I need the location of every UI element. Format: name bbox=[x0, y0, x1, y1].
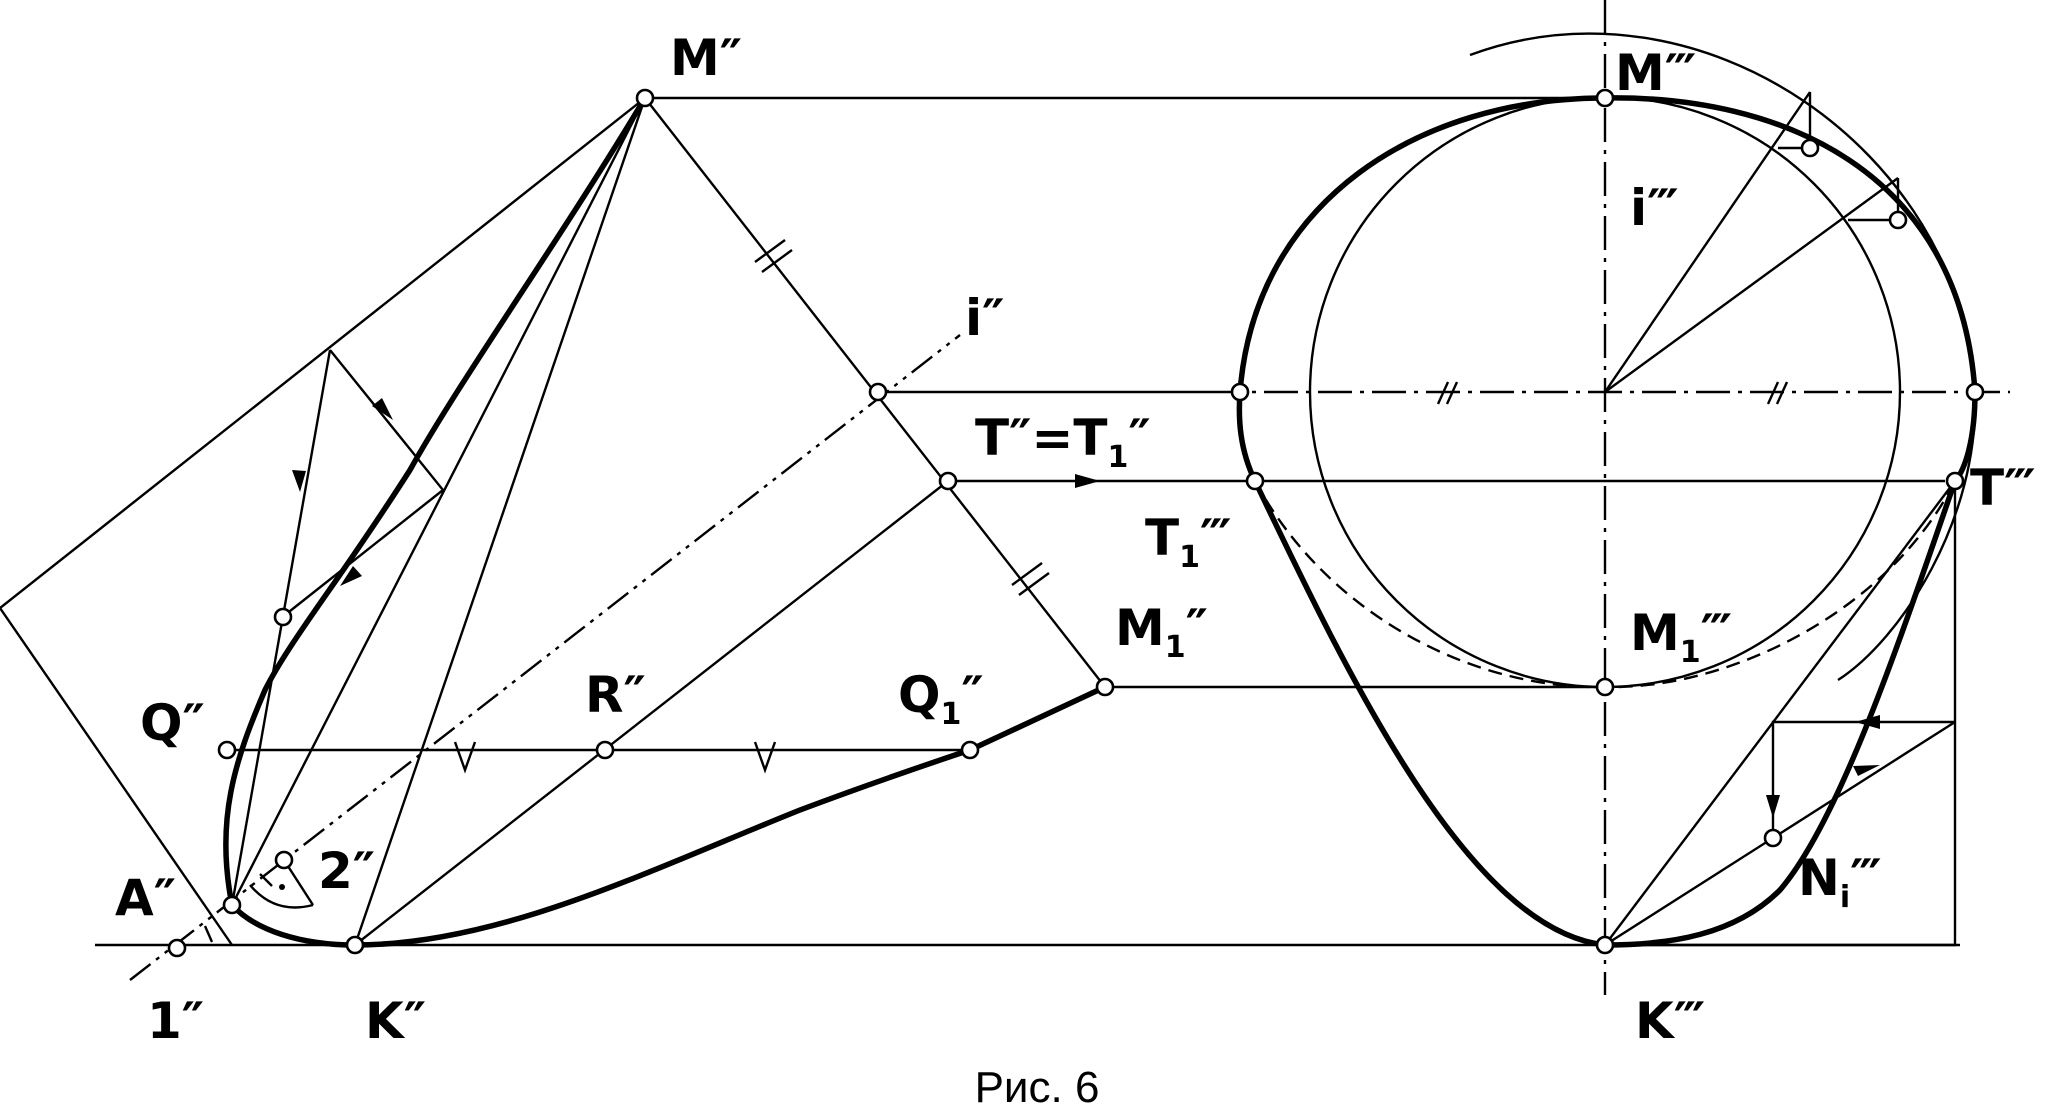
label-m12: M1″ bbox=[1115, 599, 1208, 665]
line-m-to-k bbox=[353, 97, 647, 946]
axis-i2 bbox=[129, 334, 961, 981]
line-m-to-a bbox=[230, 97, 647, 906]
right-view bbox=[1210, 0, 2010, 995]
outer-rotated-rectangle bbox=[0, 97, 646, 946]
right-angle-arc bbox=[249, 884, 314, 909]
radius-line-1 bbox=[1604, 91, 1811, 393]
label-t2: T″=T1″ bbox=[975, 409, 1151, 475]
equal-marks-right bbox=[1436, 381, 1789, 405]
label-k3: K‴ bbox=[1635, 992, 1705, 1050]
label-q12: Q1″ bbox=[898, 666, 984, 732]
outer-arc bbox=[1469, 32, 1977, 682]
construction-vertical bbox=[230, 349, 332, 906]
points-right bbox=[1230, 88, 1985, 955]
contour-outline bbox=[1236, 95, 1978, 948]
construction-triangle bbox=[284, 349, 445, 616]
direction-arrows bbox=[292, 398, 1100, 586]
label-q2: Q″ bbox=[140, 694, 205, 752]
right-frame bbox=[1605, 481, 1957, 947]
label-k2: K″ bbox=[365, 992, 426, 1050]
label-i3: i‴ bbox=[1630, 179, 1679, 237]
contour-curve-bottom bbox=[229, 684, 1108, 948]
equal-marks bbox=[203, 239, 1050, 943]
label-a2: A″ bbox=[115, 869, 176, 927]
left-view bbox=[0, 88, 1960, 981]
points-left bbox=[167, 88, 1115, 958]
label-m3: M‴ bbox=[1615, 44, 1696, 102]
label-p1: 1″ bbox=[147, 992, 204, 1050]
label-r2: R″ bbox=[585, 666, 646, 724]
direction-arrows-right bbox=[1766, 715, 1880, 818]
label-m13: M1‴ bbox=[1630, 604, 1732, 670]
label-t3: T‴ bbox=[1970, 459, 2036, 517]
label-i2: i″ bbox=[965, 289, 1004, 347]
contour-curve-left bbox=[223, 95, 648, 908]
figure-caption: Рис. 6 bbox=[975, 1063, 1100, 1111]
label-m2: M″ bbox=[670, 29, 742, 87]
line-t-to-k bbox=[354, 480, 949, 946]
label-p2: 2″ bbox=[318, 842, 375, 900]
radius-line-2 bbox=[1604, 177, 1899, 393]
label-t13: T1‴ bbox=[1145, 509, 1231, 575]
line-k-t bbox=[1604, 480, 1956, 946]
label-n3: Ni‴ bbox=[1798, 849, 1882, 915]
labels: M″ M‴ i″ i‴ T″=T1″ T‴ T1‴ M1″ M1‴ Q″ R″ … bbox=[115, 29, 2036, 1111]
